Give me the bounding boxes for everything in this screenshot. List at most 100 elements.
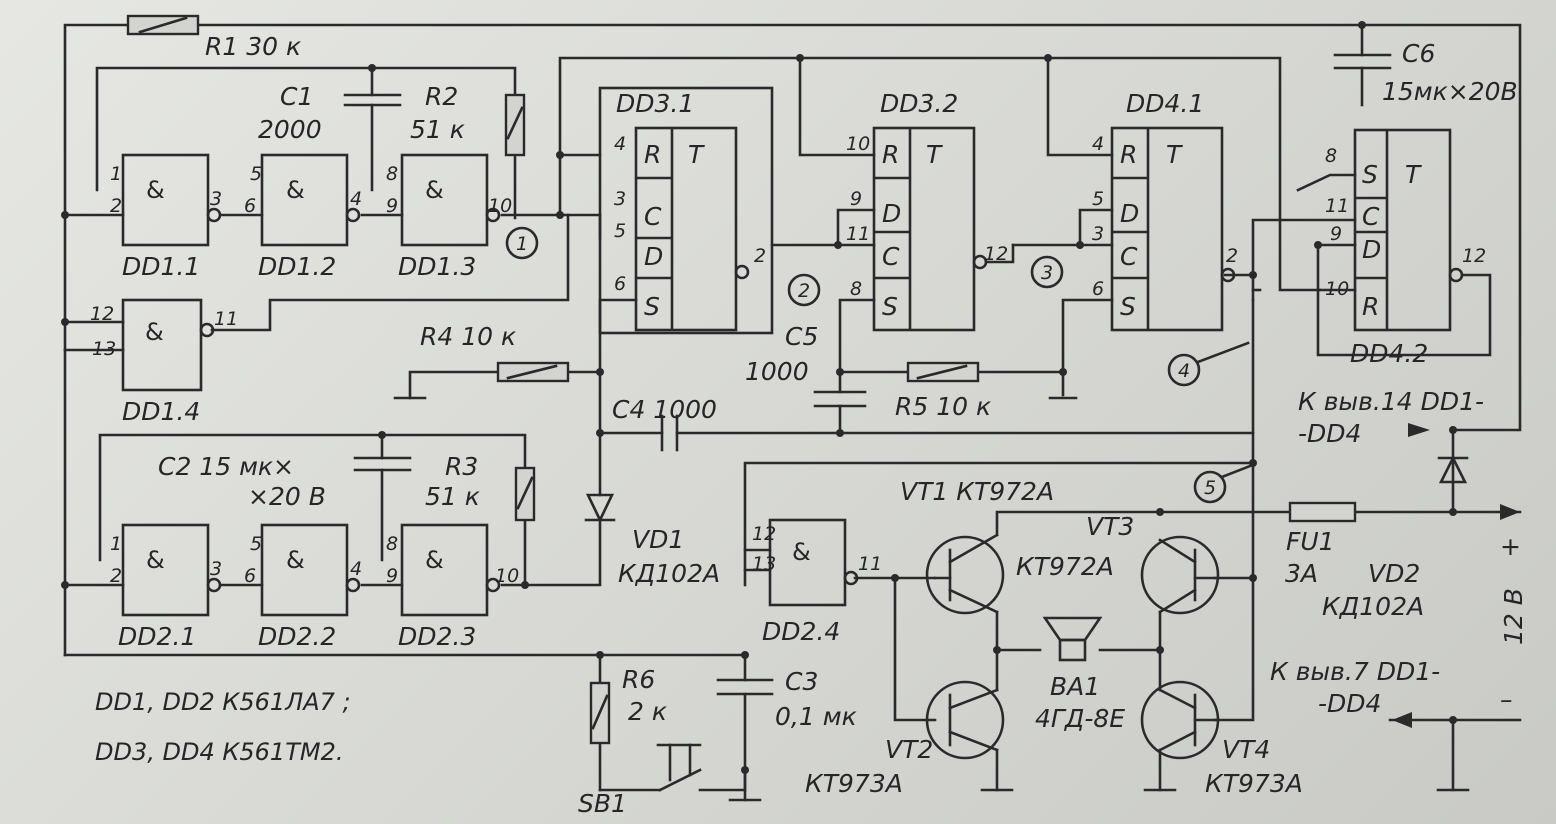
svg-text:2: 2: [110, 565, 122, 587]
svg-text:S: S: [644, 292, 660, 321]
label-r3: R3: [445, 452, 478, 481]
svg-text:11: 11: [858, 553, 882, 575]
transistor-vt3: [1140, 535, 1220, 615]
resistor-r3: [514, 466, 536, 522]
fuse-fu1: [1288, 501, 1357, 523]
svg-text:2: 2: [754, 245, 766, 267]
label-dd3-2: DD3.2: [880, 89, 958, 118]
label-vt4: VT4: [1222, 735, 1270, 764]
capacitor-c1: [343, 93, 402, 107]
svg-text:8: 8: [386, 163, 398, 185]
svg-text:S: S: [1120, 292, 1136, 321]
svg-text:3: 3: [210, 188, 222, 210]
label-r2-value: 51 к: [410, 115, 465, 144]
svg-text:10: 10: [488, 195, 512, 217]
svg-text:5: 5: [1204, 477, 1216, 499]
svg-text:4: 4: [1092, 133, 1104, 155]
label-c4: C4 1000: [612, 395, 717, 424]
svg-text:2: 2: [1226, 245, 1238, 267]
label-r1: R1 30 к: [205, 32, 301, 61]
label-dd2-3: DD2.3: [398, 622, 476, 651]
label-c3-value: 0,1 мк: [775, 702, 857, 731]
svg-text:3: 3: [210, 558, 222, 580]
svg-text:9: 9: [850, 188, 862, 210]
label-c5-value: 1000: [745, 357, 809, 386]
gate-dd1-4: &: [121, 298, 215, 392]
label-c2-value: ×20 В: [248, 482, 326, 511]
power-arrows: [1392, 423, 1520, 728]
svg-text:12: 12: [1462, 245, 1486, 267]
svg-text:11: 11: [846, 223, 870, 245]
svg-text:&: &: [146, 546, 165, 574]
label-r3-value: 51 к: [425, 482, 480, 511]
label-ba1: BA1: [1050, 672, 1100, 701]
svg-text:10: 10: [495, 565, 519, 587]
capacitor-c2: [353, 456, 412, 472]
diode-vd1: [584, 493, 616, 524]
svg-text:T: T: [1166, 140, 1183, 169]
gate-dd1-2: &: [260, 153, 361, 247]
svg-text:T: T: [926, 140, 943, 169]
flipflop-dd4-1: R D C S T: [1110, 126, 1236, 332]
svg-text:4: 4: [1178, 360, 1190, 382]
svg-text:12: 12: [752, 523, 776, 545]
label-vd1-type: КД102А: [618, 559, 720, 588]
flipflop-dd3-2: R D C S T: [872, 126, 1015, 332]
svg-text:C: C: [644, 202, 662, 231]
svg-text:D: D: [882, 199, 901, 228]
resistor-r6: [589, 681, 611, 745]
svg-text:9: 9: [1330, 223, 1342, 245]
label-dd1-4: DD1.4: [122, 397, 200, 426]
label-vt2: VT2: [885, 735, 933, 764]
label-vt1: VT1 КТ972А: [900, 477, 1054, 506]
svg-text:11: 11: [1325, 195, 1349, 217]
label-supply: 12 В: [1499, 588, 1528, 645]
svg-text:5: 5: [250, 533, 262, 555]
gate-dd2-3: &: [400, 523, 501, 617]
label-c6-value: 15мк×20В: [1382, 77, 1518, 106]
svg-text:3: 3: [1092, 223, 1104, 245]
svg-text:S: S: [1362, 160, 1378, 189]
flipflop-dd3-1: R C D S T: [598, 86, 774, 335]
label-r6: R6: [622, 665, 655, 694]
svg-text:&: &: [286, 546, 305, 574]
label-dd1-1: DD1.1: [122, 252, 200, 281]
svg-text:6: 6: [244, 195, 256, 217]
label-r6-value: 2 к: [628, 697, 667, 726]
label-dd1-3: DD1.3: [398, 252, 476, 281]
label-c1: C1: [280, 82, 313, 111]
resistor-r1: [126, 14, 200, 36]
svg-text:11: 11: [214, 308, 238, 330]
label-sb1: SB1: [578, 789, 627, 818]
label-dd2-4: DD2.4: [762, 617, 840, 646]
label-vt3-type: КТ972А: [1016, 552, 1114, 581]
svg-text:9: 9: [386, 195, 398, 217]
diode-vd2: [1437, 455, 1469, 484]
svg-text:10: 10: [846, 133, 870, 155]
svg-text:&: &: [146, 176, 165, 204]
ground-symbols: [393, 396, 1470, 802]
svg-text:9: 9: [386, 565, 398, 587]
label-vd2: VD2: [1368, 559, 1420, 588]
svg-text:3: 3: [614, 188, 626, 210]
label-dd1-2: DD1.2: [258, 252, 336, 281]
label-r2: R2: [425, 82, 458, 111]
svg-text:5: 5: [614, 220, 626, 242]
label-c2: C2 15 мк×: [158, 452, 294, 481]
label-c3: C3: [785, 667, 818, 696]
label-dd2-2: DD2.2: [258, 622, 336, 651]
label-power-note-1: К выв.14 DD1-: [1298, 387, 1484, 416]
gate-dd2-2: &: [260, 523, 361, 617]
svg-text:&: &: [286, 176, 305, 204]
svg-text:4: 4: [614, 133, 626, 155]
label-c1-value: 2000: [258, 115, 322, 144]
svg-text:5: 5: [250, 163, 262, 185]
svg-text:D: D: [644, 242, 663, 271]
label-ground-note-2: -DD4: [1318, 689, 1381, 718]
svg-text:&: &: [792, 538, 811, 566]
resistor-r5: [906, 361, 980, 383]
label-dd4-2: DD4.2: [1350, 339, 1428, 368]
label-minus: –: [1500, 685, 1513, 714]
